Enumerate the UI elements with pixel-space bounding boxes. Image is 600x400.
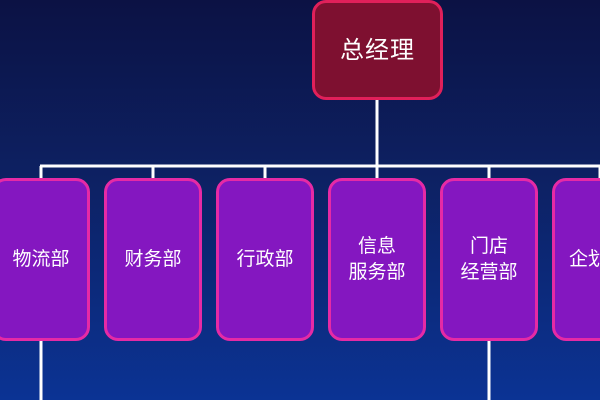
node-store-operations-dept[interactable]: 门店 经营部 <box>440 178 538 341</box>
node-finance-dept[interactable]: 财务部 <box>104 178 202 341</box>
node-label: 财务部 <box>124 247 182 270</box>
node-label: 行政部 <box>236 247 294 270</box>
node-logistics-dept[interactable]: 物流部 <box>0 178 90 341</box>
node-label: 总经理 <box>340 35 415 64</box>
node-info-service-dept[interactable]: 信息 服务部 <box>328 178 426 341</box>
node-label: 物流部 <box>12 247 70 270</box>
node-planning-dept[interactable]: 企划 <box>552 178 600 341</box>
node-general-manager[interactable]: 总经理 <box>312 0 443 100</box>
node-admin-dept[interactable]: 行政部 <box>216 178 314 341</box>
node-label: 门店 经营部 <box>460 234 518 283</box>
node-label: 企划 <box>569 247 600 270</box>
node-label: 信息 服务部 <box>348 234 406 283</box>
